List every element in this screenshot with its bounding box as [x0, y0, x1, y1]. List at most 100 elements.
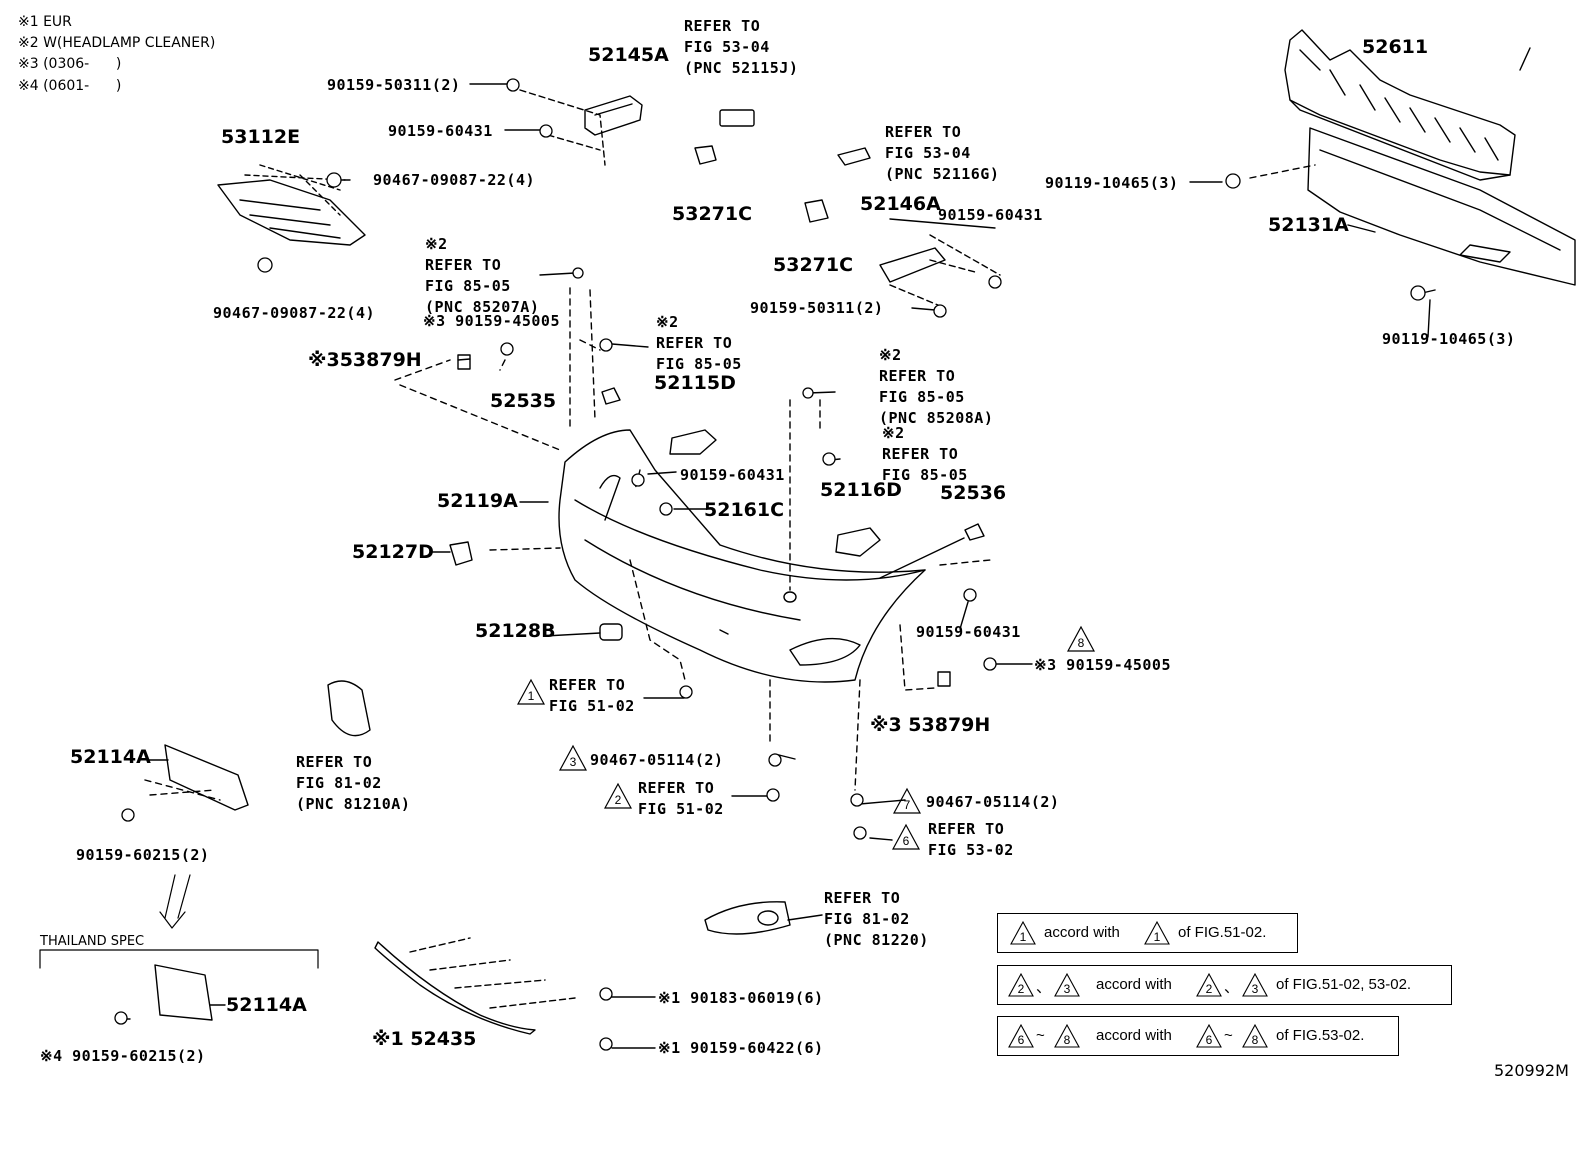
legend-triangle-1b: 1: [1144, 920, 1170, 945]
triangle-marker-3: 3: [558, 744, 588, 771]
part-52119A[interactable]: 52119A: [437, 490, 518, 512]
triangle-text-3: 3: [570, 755, 577, 769]
clip-90467-09087-2[interactable]: 90467-09087-22(4): [213, 304, 376, 322]
legend-row-1-text: accord with: [1044, 924, 1120, 941]
part-52127D[interactable]: 52127D: [352, 541, 434, 563]
legend-row-2-text: accord with: [1096, 976, 1172, 993]
legend-row-1-tail: of FIG.51-02.: [1178, 924, 1267, 941]
part-52611[interactable]: 52611: [1362, 36, 1429, 58]
part-52535[interactable]: 52535: [490, 390, 557, 412]
part-53879H-2[interactable]: ※3 53879H: [870, 714, 991, 736]
part-52435[interactable]: ※1 52435: [372, 1028, 477, 1050]
bolt-90159-60215-1[interactable]: 90159-60215(2): [76, 846, 210, 864]
ref-fig-81-02-81220[interactable]: REFER TO FIG 81-02 (PNC 81220): [824, 889, 929, 949]
bracket-52145A: [519, 89, 643, 166]
triangle-marker-2: 2: [603, 782, 633, 809]
legend-triangle-2d: 3: [1242, 972, 1268, 997]
clip-90467-09087-1[interactable]: 90467-09087-22(4): [373, 171, 536, 189]
bracket-52146A: [879, 234, 1001, 309]
part-52116D[interactable]: 52116D: [820, 479, 902, 501]
legend-triangle-2a: 2: [1008, 972, 1034, 997]
ref-fig-51-02-a[interactable]: REFER TO FIG 51-02: [549, 676, 635, 715]
ref-fig-81-02-81210A[interactable]: REFER TO FIG 81-02 (PNC 81210A): [296, 753, 411, 813]
part-52114A-2[interactable]: 52114A: [226, 994, 307, 1016]
triangle-text-6: 6: [903, 834, 910, 848]
legend-row-2-tri-a: 2: [1018, 982, 1025, 996]
legend-row-1: 1 accord with 1 of FIG.51-02.: [997, 913, 1298, 953]
note-eur: ※1 EUR: [18, 14, 72, 30]
note-headlamp-cleaner: ※2 W(HEADLAMP CLEANER): [18, 35, 216, 51]
legend-row-3-tri-a: 6: [1018, 1033, 1025, 1047]
bolt-90159-45005-1[interactable]: ※3 90159-45005: [423, 312, 560, 330]
part-52114A-1[interactable]: 52114A: [70, 746, 151, 768]
triangle-text-7: 7: [904, 798, 911, 812]
part-52145A[interactable]: 52145A: [588, 44, 669, 66]
ref-fig-53-04-52115J[interactable]: REFER TO FIG 53-04 (PNC 52115J): [684, 17, 799, 77]
part-52128B[interactable]: 52128B: [475, 620, 556, 642]
bumper-cover-52119A: [558, 429, 926, 683]
legend-triangle-3c: 6: [1196, 1023, 1222, 1048]
ref-fig-85-05-a[interactable]: ※2 REFER TO FIG 85-05: [656, 313, 742, 373]
part-52536[interactable]: 52536: [940, 482, 1007, 504]
legend-triangle-2b: 3: [1054, 972, 1080, 997]
legend-row-3-text: accord with: [1096, 1027, 1172, 1044]
clip-90467-05114-2[interactable]: 90467-05114(2): [926, 793, 1060, 811]
note-date-0306: ※3 (0306- ): [18, 56, 122, 72]
bolt-90159-45005-2[interactable]: ※3 90159-45005: [1034, 656, 1171, 674]
bolt-90159-60431-1[interactable]: 90159-60431: [388, 122, 493, 140]
part-53879H-1[interactable]: ※353879H: [308, 349, 422, 371]
triangle-text-1: 1: [528, 689, 535, 703]
bolt-90159-60431-3[interactable]: 90159-60431: [680, 466, 785, 484]
part-52146A[interactable]: 52146A: [860, 193, 941, 215]
triangle-marker-6: 6: [891, 823, 921, 850]
parts-diagram: [39, 29, 1576, 1051]
bolt-90159-60215-2[interactable]: ※4 90159-60215(2): [40, 1047, 206, 1065]
triangle-marker-8: 8: [1066, 625, 1096, 652]
bolt-90119-10465-2[interactable]: 90119-10465(3): [1382, 330, 1516, 348]
triangle-marker-7: 7: [892, 787, 922, 814]
clip-90467-05114-1[interactable]: 90467-05114(2): [590, 751, 724, 769]
legend-triangle-3b: 8: [1054, 1023, 1080, 1048]
part-53112E[interactable]: 53112E: [221, 126, 301, 148]
legend-row-3: 6 ~ 8 accord with 6 ~ 8 of FIG.53-02.: [997, 1016, 1399, 1056]
legend-row-3-tail: of FIG.53-02.: [1276, 1027, 1365, 1044]
note-date-0601: ※4 (0601- ): [18, 78, 122, 94]
legend-triangle-2c: 2: [1196, 972, 1222, 997]
ref-fig-85-05-85208A[interactable]: ※2 REFER TO FIG 85-05 (PNC 85208A): [879, 346, 994, 427]
triangle-text-2: 2: [615, 793, 622, 807]
bolt-90159-50311-2[interactable]: 90159-50311(2): [750, 299, 884, 317]
ref-fig-85-05-85207A[interactable]: ※2 REFER TO FIG 85-05 (PNC 85207A): [425, 235, 540, 316]
legend-row-3-tri-c: 6: [1206, 1033, 1213, 1047]
ref-fig-51-02-b[interactable]: REFER TO FIG 51-02: [638, 779, 724, 818]
part-53271C-1[interactable]: 53271C: [672, 203, 753, 225]
legend-row-1-tri-a: 1: [1020, 930, 1027, 944]
part-52161C[interactable]: 52161C: [704, 499, 785, 521]
bolt-90159-60431-4[interactable]: 90159-60431: [916, 623, 1021, 641]
ref-fig-53-02[interactable]: REFER TO FIG 53-02: [928, 820, 1014, 859]
triangle-text-8: 8: [1078, 636, 1085, 650]
cover-53112E: [217, 164, 366, 246]
bolt-90119-10465-1[interactable]: 90119-10465(3): [1045, 174, 1179, 192]
legend-triangle-3d: 8: [1242, 1023, 1268, 1048]
clip-90183-06019[interactable]: ※1 90183-06019(6): [658, 989, 824, 1007]
legend-row-3-tri-d: 8: [1252, 1033, 1259, 1047]
part-53271C-2[interactable]: 53271C: [773, 254, 854, 276]
reinforcement-52131A: [1307, 127, 1576, 286]
legend-row-3-tri-b: 8: [1064, 1033, 1071, 1047]
legend-triangle-3a: 6: [1008, 1023, 1034, 1048]
legend-row-1-tri-b: 1: [1154, 930, 1161, 944]
ref-fig-85-05-b[interactable]: ※2 REFER TO FIG 85-05: [882, 424, 968, 484]
bolt-90159-60431-2[interactable]: 90159-60431: [938, 206, 1043, 224]
thailand-spec-label: THAILAND SPEC: [40, 934, 145, 949]
legend-row-2: 2 、 3 accord with 2 、 3 of FIG.51-02, 53…: [997, 965, 1452, 1005]
absorber-52611: [1284, 29, 1516, 181]
part-52131A[interactable]: 52131A: [1268, 214, 1349, 236]
legend-row-2-tri-d: 3: [1252, 982, 1259, 996]
bolt-90159-60422[interactable]: ※1 90159-60422(6): [658, 1039, 824, 1057]
legend-row-2-tri-b: 3: [1064, 982, 1071, 996]
legend-triangle-1a: 1: [1010, 920, 1036, 945]
bolt-90159-50311-1[interactable]: 90159-50311(2): [327, 76, 461, 94]
ref-fig-53-04-52116G[interactable]: REFER TO FIG 53-04 (PNC 52116G): [885, 123, 1000, 183]
triangle-marker-1: 1: [516, 678, 546, 705]
part-52115D[interactable]: 52115D: [654, 372, 736, 394]
